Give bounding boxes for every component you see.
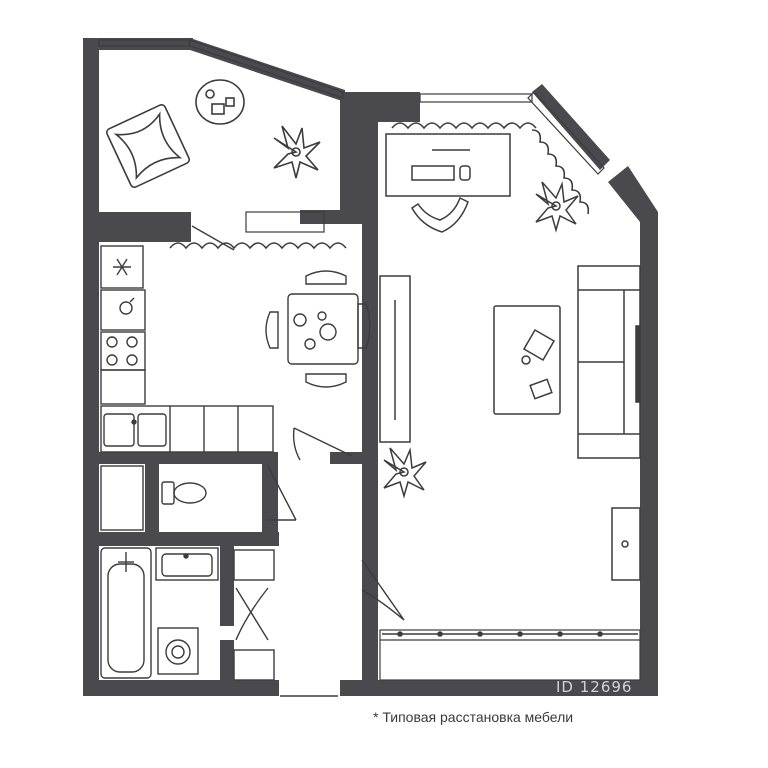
curtains <box>169 122 638 637</box>
furniture-footnote: * Типовая расстановка мебели <box>373 709 574 725</box>
plant-icon <box>273 125 321 179</box>
living-room <box>379 133 641 581</box>
walls <box>83 38 658 696</box>
coffee-table <box>493 305 561 415</box>
dining-table <box>265 270 371 388</box>
desk <box>385 133 511 233</box>
armchair-icon <box>105 103 191 189</box>
plant-icon <box>535 181 579 233</box>
watermark: ID 12696 <box>556 678 633 696</box>
plant-icon <box>383 447 427 499</box>
plant-icon <box>205 89 215 99</box>
toilet-icon <box>161 481 207 505</box>
wardrobe <box>379 275 411 443</box>
sink-icon <box>103 413 167 447</box>
toilet-room <box>100 465 207 531</box>
side-table <box>195 79 245 125</box>
sink-icon <box>155 547 219 581</box>
fridge <box>100 245 144 289</box>
windows <box>98 39 641 681</box>
balcony-furniture <box>105 79 321 189</box>
gas-stove-icon <box>100 297 146 371</box>
doors <box>191 225 405 697</box>
tv-stand <box>611 507 641 581</box>
kitchen <box>100 245 371 453</box>
snowflake-icon <box>113 258 131 276</box>
bathroom <box>100 547 275 681</box>
washing-machine-icon <box>157 627 199 675</box>
sofa <box>577 265 641 459</box>
bathtub-icon <box>100 547 152 679</box>
